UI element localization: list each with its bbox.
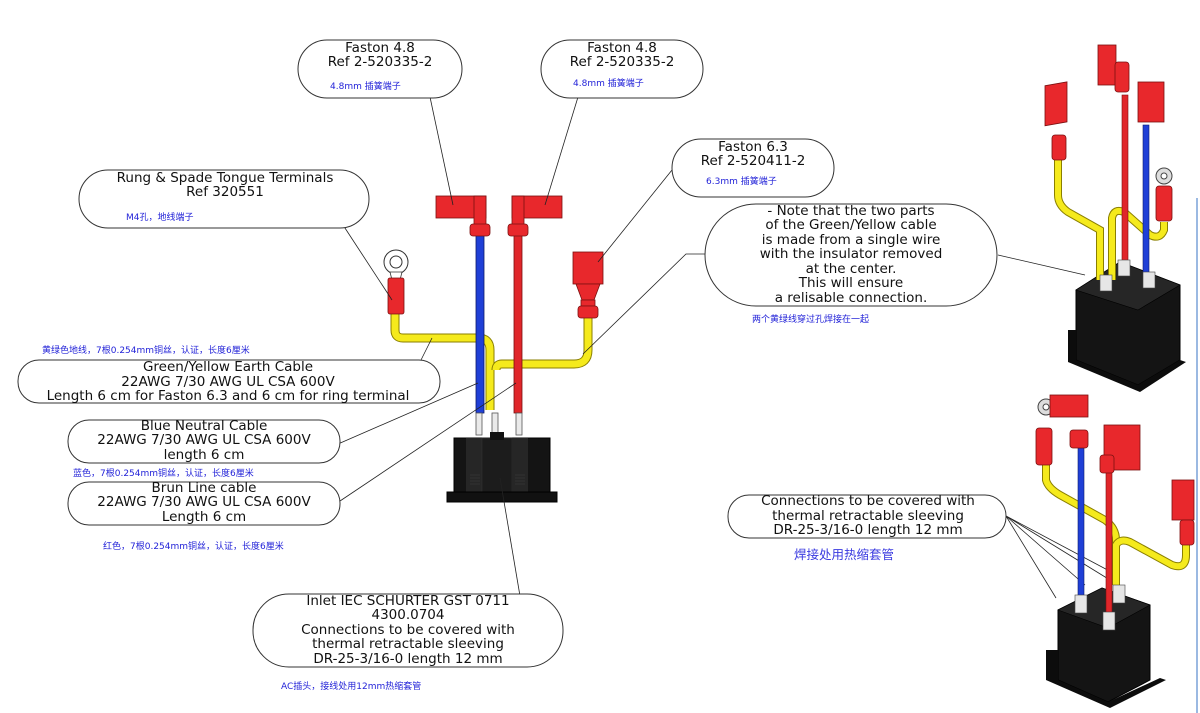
line-wire [513,234,523,414]
callout-cn-note: AC插头，接线处用12mm热缩套管 [281,680,421,692]
note-line: is made from a single wire [762,232,941,248]
callout-line: Connections to be covered with [761,493,975,509]
note-line: a relisable connection. [775,290,928,306]
callout-line: Rung & Spade Tongue Terminals [117,170,334,186]
iec-inlet [446,432,558,503]
isometric-view-top [1044,44,1186,392]
note-line: This will ensure [798,275,903,291]
callout-note: - Note that the two parts of the Green/Y… [704,203,998,325]
isometric-view-bottom [1035,394,1195,708]
callout-line: Ref 2-520411-2 [701,153,806,169]
callout-line: DR-25-3/16-0 length 12 mm [773,522,962,538]
callout-cn-note: M4孔，地线端子 [126,211,194,223]
note-line: with the insulator removed [760,246,943,262]
callout-line: DR-25-3/16-0 length 12 mm [313,651,502,667]
callout-ring-terminal: Rung & Spade Tongue Terminals Ref 320551… [78,169,370,229]
callout-line: Length 6 cm [162,509,246,525]
callout-line: Brun Line cable [152,480,257,496]
faston-4-8-terminal-left [435,195,491,237]
callout-line-cable: Brun Line cable 22AWG 7/30 AWG UL CSA 60… [67,480,341,552]
callout-line: Blue Neutral Cable [141,418,268,434]
callout-sleeving: Connections to be covered with thermal r… [727,493,1007,562]
callout-cn-note: 4.8mm 插簧端子 [573,77,644,89]
callout-faston-6-3: Faston 6.3 Ref 2-520411-2 6.3mm 插簧端子 [671,138,835,198]
callout-line: Faston 4.8 [587,40,657,56]
faston-4-8-terminal-right [507,195,563,237]
callout-line: Green/Yellow Earth Cable [143,359,313,375]
callout-line: Ref 2-520335-2 [570,54,675,70]
callout-cn-note: 红色，7根0.254mm铜丝，认证，长度6厘米 [103,540,284,552]
front-view-assembly [383,195,604,503]
faston-6-3-terminal [572,251,604,319]
callout-line: Ref 2-520335-2 [328,54,433,70]
note-line: at the center. [806,261,897,277]
ring-terminal [383,249,409,315]
callout-faston-4-8-left: Faston 4.8 Ref 2-520335-2 4.8mm 插簧端子 [297,39,463,99]
callout-faston-4-8-right: Faston 4.8 Ref 2-520335-2 4.8mm 插簧端子 [540,39,704,99]
callout-line: 22AWG 7/30 AWG UL CSA 600V [121,374,335,390]
callout-line: length 6 cm [164,447,245,463]
leader-lines [337,96,1118,599]
callout-earth-cable: 黄绿色地线，7根0.254mm铜丝，认证，长度6厘米 Green/Yellow … [17,344,441,404]
callout-cn-note: 两个黄绿线穿过孔焊接在一起 [752,313,869,325]
callout-cn-note: 焊接处用热缩套管 [794,547,894,562]
callout-line: 22AWG 7/30 AWG UL CSA 600V [97,494,311,510]
callout-line: Ref 320551 [186,184,264,200]
callout-line: Inlet IEC SCHURTER GST 0711 [306,593,509,609]
callout-line: Connections to be covered with [301,622,515,638]
callout-neutral-cable: Blue Neutral Cable 22AWG 7/30 AWG UL CSA… [67,418,341,479]
callout-line: Faston 6.3 [718,139,788,155]
callout-cn-note: 蓝色，7根0.254mm铜丝，认证，长度6厘米 [73,467,254,479]
callout-line: Faston 4.8 [345,40,415,56]
note-line: - Note that the two parts [767,203,934,219]
callout-cn-note: 6.3mm 插簧端子 [706,175,777,187]
callout-line: Length 6 cm for Faston 6.3 and 6 cm for … [47,388,410,404]
callout-line: thermal retractable sleeving [772,508,964,524]
callout-line: thermal retractable sleeving [312,636,504,652]
callout-cn-note: 黄绿色地线，7根0.254mm铜丝，认证，长度6厘米 [42,344,250,356]
callout-cn-note: 4.8mm 插簧端子 [330,80,401,92]
callout-line: 22AWG 7/30 AWG UL CSA 600V [97,432,311,448]
callout-inlet: Inlet IEC SCHURTER GST 0711 4300.0704 Co… [252,593,564,692]
neutral-wire [475,234,485,414]
callout-line: 4300.0704 [371,607,444,623]
inlet-tabs [475,412,523,436]
note-line: of the Green/Yellow cable [765,217,936,233]
